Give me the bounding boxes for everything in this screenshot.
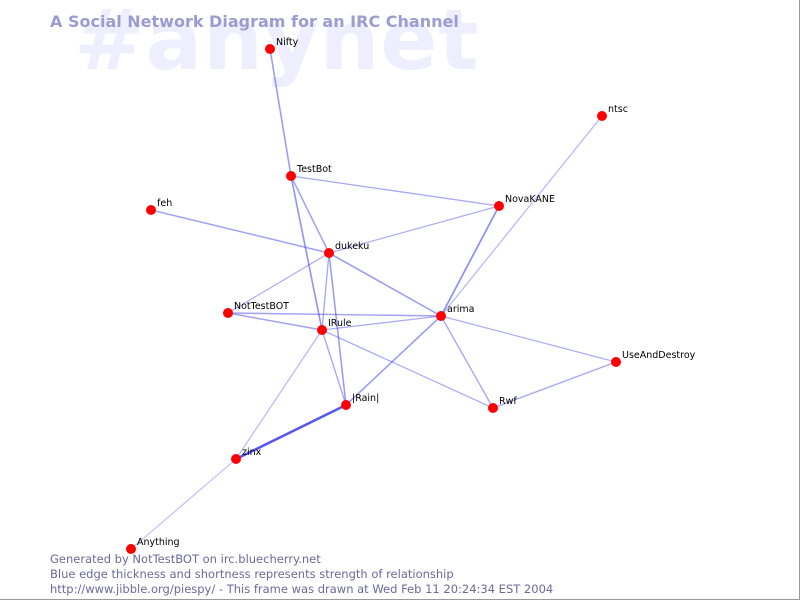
edge-arima-rain <box>345 315 442 406</box>
node-label: TestBot <box>296 164 332 175</box>
edge-nottestbot-irule <box>227 312 323 331</box>
node-dot <box>494 201 504 211</box>
node-dot <box>317 325 327 335</box>
edge-nottestbot-arima <box>227 312 442 317</box>
footer-info: Generated by NotTestBOT on irc.bluecherr… <box>50 552 553 597</box>
node-label: ntsc <box>608 104 628 115</box>
node-dot <box>597 111 607 121</box>
footer-legend-note: Blue edge thickness and shortness repres… <box>50 567 454 581</box>
node-dukeku: dukeku <box>324 241 369 258</box>
edge-arima-rwf <box>440 315 494 409</box>
node-zinx: zinx <box>231 447 262 464</box>
node-rwf: Rwf <box>488 396 517 413</box>
node-dot <box>286 171 296 181</box>
node-dot <box>126 544 136 554</box>
node-dot <box>611 357 621 367</box>
node-dot <box>324 248 334 258</box>
edge-dukeku-irule <box>321 252 330 331</box>
edge-testbot-novakane <box>290 175 500 207</box>
node-testbot: TestBot <box>286 164 332 181</box>
edge-ntsc-arima <box>440 115 603 317</box>
channel-watermark: #anynet <box>74 0 480 89</box>
node-label: Nifty <box>276 37 299 48</box>
node-rain: |Rain| <box>341 393 379 410</box>
node-dot <box>341 400 351 410</box>
edge-zinx-anything <box>130 458 237 550</box>
node-dot <box>231 454 241 464</box>
edge-rain-zinx <box>234 403 348 461</box>
edge-useanddestroy-rwf <box>492 361 617 409</box>
edge-dukeku-nottestbot <box>227 252 330 314</box>
node-label: dukeku <box>335 241 369 252</box>
node-ntsc: ntsc <box>597 104 628 121</box>
node-label: zinx <box>242 447 262 458</box>
edge-arima-useanddestroy <box>440 315 617 363</box>
node-dot <box>488 403 498 413</box>
edge-novakane-dukeku <box>328 205 500 254</box>
edges-layer <box>130 48 617 550</box>
node-label: Rwf <box>499 396 517 407</box>
node-label: NovaKANE <box>505 194 555 205</box>
edge-testbot-irule <box>290 175 323 331</box>
edge-irule-zinx <box>235 329 323 460</box>
node-novakane: NovaKANE <box>494 194 555 211</box>
edge-testbot-dukeku <box>290 175 330 254</box>
node-nifty: Nifty <box>265 37 299 54</box>
diagram-title: A Social Network Diagram for an IRC Chan… <box>50 12 459 31</box>
node-label: IRule <box>328 318 352 329</box>
edge-irule-rwf <box>321 329 494 409</box>
edge-nifty-testbot <box>269 48 292 177</box>
node-label: UseAndDestroy <box>622 350 696 361</box>
edge-feh-dukeku <box>150 209 330 254</box>
edge-dukeku-rain <box>328 252 347 406</box>
node-dot <box>265 44 275 54</box>
footer-timestamp: http://www.jibble.org/piespy/ - This fra… <box>50 582 554 596</box>
node-anything: Anything <box>126 537 180 554</box>
node-irule: IRule <box>317 318 352 335</box>
node-label: arima <box>447 304 474 315</box>
edge-irule-arima <box>321 315 442 331</box>
edge-dukeku-arima <box>328 252 442 317</box>
node-label: Anything <box>137 537 180 548</box>
footer-generated-by: Generated by NotTestBOT on irc.bluecherr… <box>50 552 321 566</box>
node-dot <box>223 308 233 318</box>
node-feh: feh <box>146 198 172 215</box>
node-dot <box>146 205 156 215</box>
node-label: feh <box>157 198 172 209</box>
edge-novakane-arima <box>440 205 500 317</box>
edge-irule-rain <box>321 329 347 406</box>
node-label: |Rain| <box>352 393 379 404</box>
node-useanddestroy: UseAndDestroy <box>611 350 696 367</box>
node-arima: arima <box>436 304 474 321</box>
node-label: NotTestBOT <box>234 301 289 312</box>
node-dot <box>436 311 446 321</box>
node-nottestbot: NotTestBOT <box>223 301 289 318</box>
